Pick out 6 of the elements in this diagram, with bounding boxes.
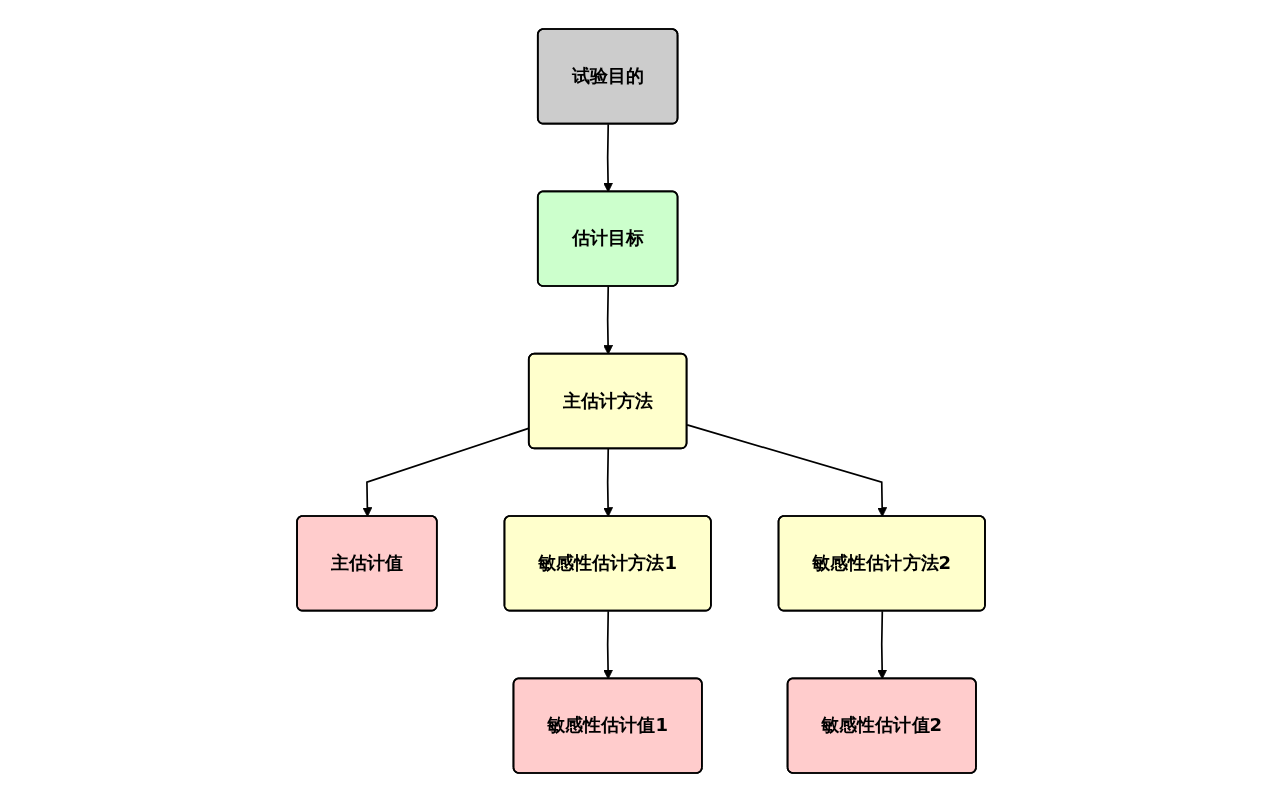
arrow bbox=[686, 424, 888, 517]
arrow bbox=[877, 610, 888, 680]
arrow bbox=[603, 123, 614, 193]
arrow bbox=[603, 610, 614, 680]
arrow bbox=[603, 448, 614, 517]
arrow bbox=[603, 285, 614, 355]
